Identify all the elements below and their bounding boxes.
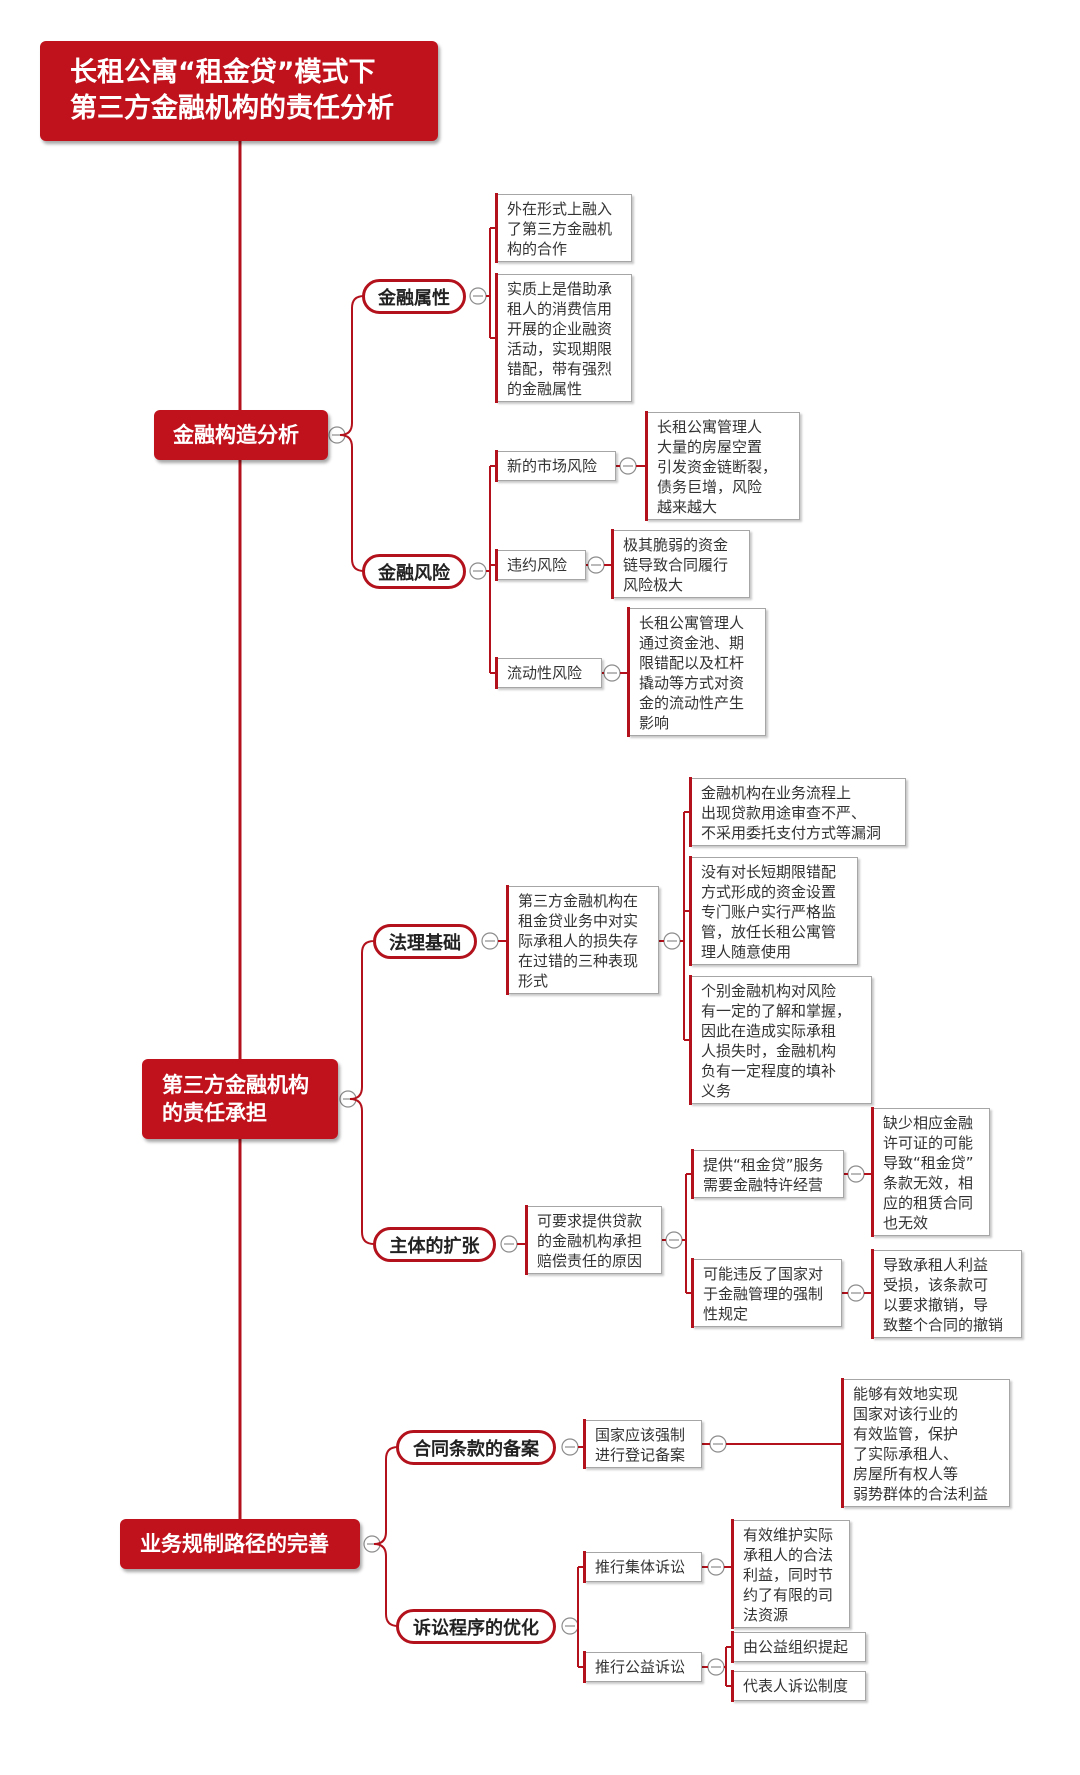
text-box: 导致承租人利益受损，该条款可以要求撤销，导致整个合同的撤销 <box>871 1249 1022 1339</box>
root-title-line: 长租公寓“租金贷”模式下 <box>70 57 376 88</box>
text-box: 外在形式上融入了第三方金融机构的合作 <box>495 193 632 263</box>
text-box: 实质上是借助承租人的消费信用开展的企业融资活动，实现期限错配，带有强烈的金融属性 <box>495 273 632 403</box>
text-box: 可要求提供贷款的金融机构承担赔偿责任的原因 <box>525 1205 662 1275</box>
text-box: 代表人诉讼制度 <box>731 1670 866 1702</box>
text-box: 能够有效地实现国家对该行业的有效监管，保护了实际承租人、房屋所有权人等弱势群体的… <box>841 1378 1010 1508</box>
connector-line <box>339 295 365 436</box>
connector-line <box>339 434 365 572</box>
connector-line <box>373 1543 399 1627</box>
text-box: 违约风险 <box>495 549 586 581</box>
connector-line <box>486 227 496 339</box>
connector-line <box>702 1646 732 1687</box>
text-box: 可能违反了国家对于金融管理的强制性规定 <box>691 1258 842 1328</box>
text-box: 有效维护实际承租人的合法利益，同时节约了有限的司法资源 <box>731 1519 850 1629</box>
root-title: 长租公寓“租金贷”模式下第三方金融机构的责任分析 <box>40 41 438 141</box>
text-box: 推行集体诉讼 <box>583 1551 702 1583</box>
text-box: 没有对长短期限错配方式形成的资金设置专门账户实行严格监管，放任长租公寓管理人随意… <box>689 856 858 966</box>
text-box: 由公益组织提起 <box>731 1631 866 1663</box>
branch-label-line: 第三方金融机构 <box>162 1073 309 1097</box>
text-box: 流动性风险 <box>495 657 602 689</box>
connector-line <box>373 1446 399 1545</box>
root-title-line: 第三方金融机构的责任分析 <box>70 93 394 124</box>
connector-line <box>486 465 496 674</box>
node-litigation-optimization: 诉讼程序的优化 <box>396 1609 556 1644</box>
branch-regulation-path: 业务规制路径的完善 <box>120 1519 360 1569</box>
branch-third-party-liability: 第三方金融机构的责任承担 <box>142 1059 338 1139</box>
text-box: 推行公益诉讼 <box>583 1651 702 1683</box>
text-box: 国家应该强制进行登记备案 <box>583 1419 702 1469</box>
node-financial-risk: 金融风险 <box>362 554 466 589</box>
node-legal-basis: 法理基础 <box>373 924 477 959</box>
node-financial-attribute: 金融属性 <box>362 279 466 314</box>
text-box: 缺少相应金融许可证的可能导致“租金贷”条款无效，相应的租赁合同也无效 <box>871 1107 990 1237</box>
text-box: 极其脆弱的资金链导致合同履行风险极大 <box>611 529 750 599</box>
node-subject-expansion: 主体的扩张 <box>373 1227 496 1262</box>
connector-line <box>577 1566 584 1668</box>
connector-line <box>659 811 690 1041</box>
branch-financial-structure: 金融构造分析 <box>154 410 328 460</box>
node-contract-filing: 合同条款的备案 <box>396 1430 556 1465</box>
connector-line <box>662 1173 692 1294</box>
text-box: 长租公寓管理人通过资金池、期限错配以及杠杆撬动等方式对资金的流动性产生影响 <box>627 607 766 737</box>
text-box: 个别金融机构对风险有一定的了解和掌握，因此在造成实际承租人损失时，金融机构负有一… <box>689 975 872 1105</box>
text-box: 长租公寓管理人大量的房屋空置引发资金链断裂，债务巨增，风险越来越大 <box>645 411 800 521</box>
text-box: 提供“租金贷”服务需要金融特许经营 <box>691 1149 844 1199</box>
text-box: 新的市场风险 <box>495 450 616 482</box>
branch-label-line: 的责任承担 <box>162 1101 267 1125</box>
connector-line <box>349 940 375 1100</box>
connector-line <box>349 1098 375 1245</box>
text-box: 第三方金融机构在租金贷业务中对实际承租人的损失存在过错的三种表现形式 <box>506 885 659 995</box>
text-box: 金融机构在业务流程上出现贷款用途审查不严、不采用委托支付方式等漏洞 <box>689 777 906 847</box>
